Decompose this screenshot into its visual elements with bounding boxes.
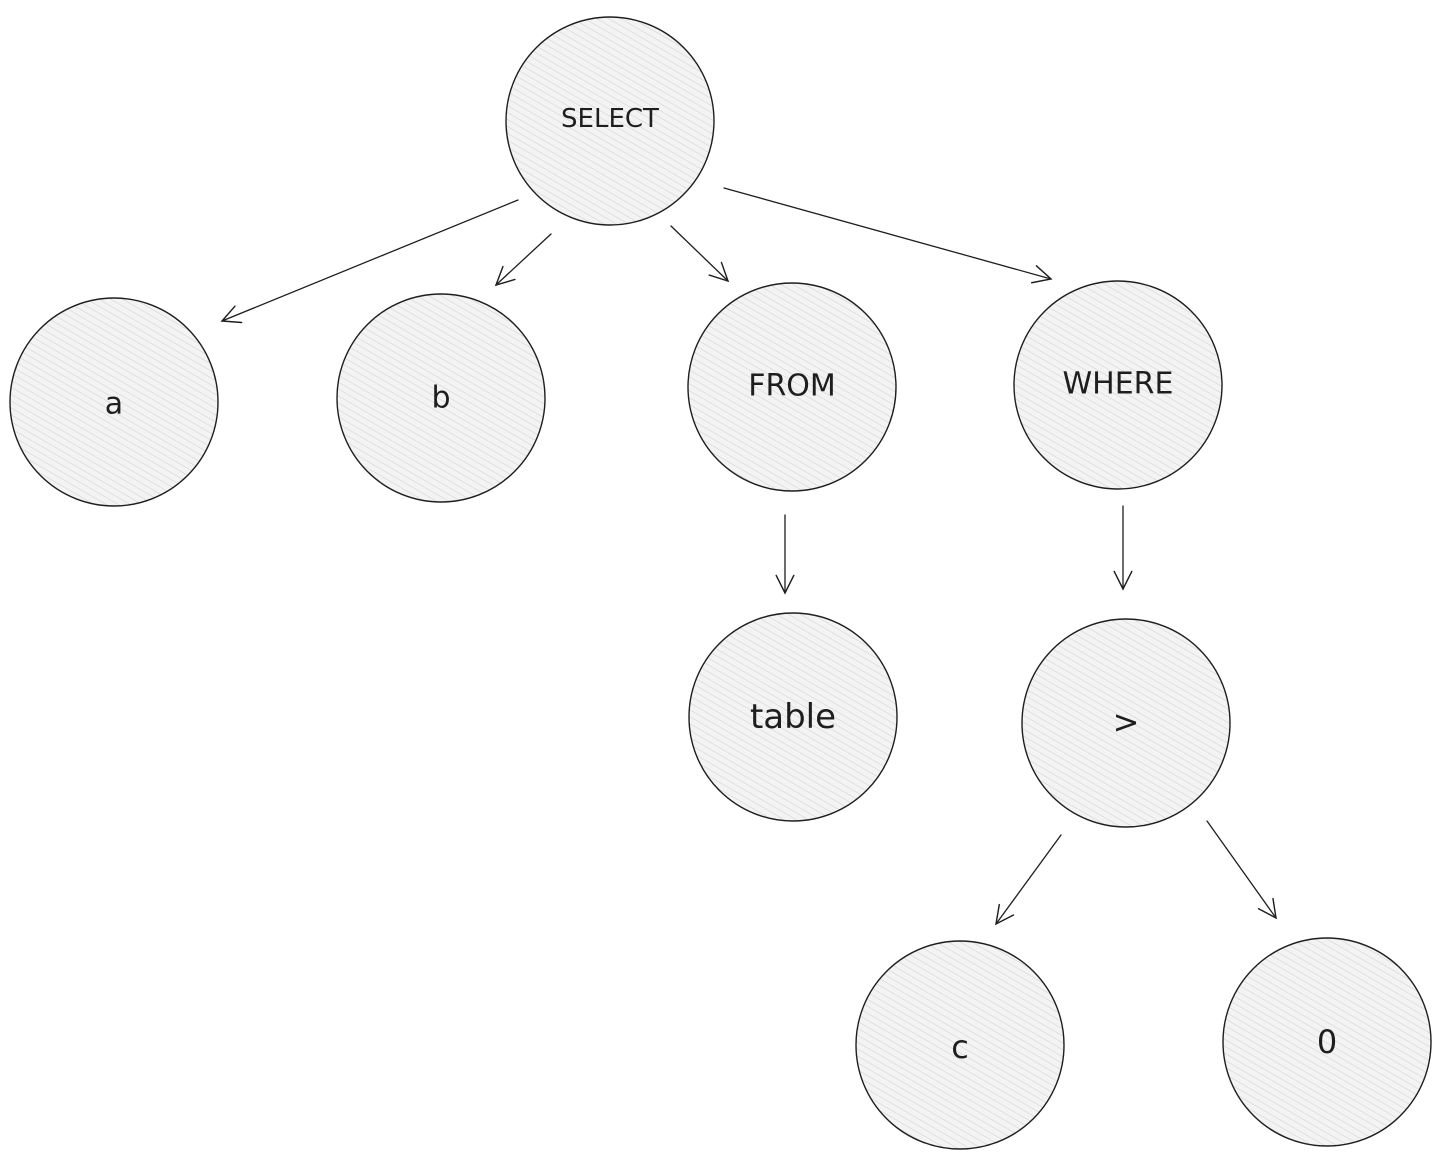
node-from-label: FROM: [748, 369, 836, 404]
node-gt-label: >: [1113, 703, 1140, 741]
node-zero-circle: [1222, 937, 1432, 1147]
node-table: table: [688, 612, 898, 822]
node-b: b: [336, 293, 546, 503]
node-zero: 0: [1222, 937, 1432, 1147]
node-a-label: a: [105, 387, 123, 422]
node-a-circle: [9, 297, 219, 507]
node-where: WHERE: [1013, 280, 1223, 490]
edge-gt-zero: [1206, 820, 1277, 920]
node-gt: >: [1021, 618, 1231, 828]
node-table-label: table: [750, 697, 836, 737]
node-c: c: [855, 940, 1065, 1150]
edge-select-from: [670, 225, 730, 283]
node-from: FROM: [687, 282, 897, 492]
edges: [220, 187, 1277, 926]
edge-select-a: [220, 199, 519, 324]
edge-gt-c: [995, 834, 1062, 926]
node-b-label: b: [431, 381, 450, 416]
edge-select-b: [494, 233, 552, 287]
node-where-label: WHERE: [1063, 367, 1174, 402]
node-c-label: c: [951, 1028, 969, 1066]
node-select-circle: [505, 16, 715, 226]
node-table-circle: [688, 612, 898, 822]
node-select-label: SELECT: [561, 104, 659, 134]
node-gt-circle: [1021, 618, 1231, 828]
node-from-circle: [687, 282, 897, 492]
node-a: a: [9, 297, 219, 507]
edge-select-where: [723, 187, 1053, 284]
node-zero-label: 0: [1317, 1023, 1337, 1061]
node-c-circle: [855, 940, 1065, 1150]
node-where-circle: [1013, 280, 1223, 490]
node-b-circle: [336, 293, 546, 503]
node-select: SELECT: [505, 16, 715, 226]
